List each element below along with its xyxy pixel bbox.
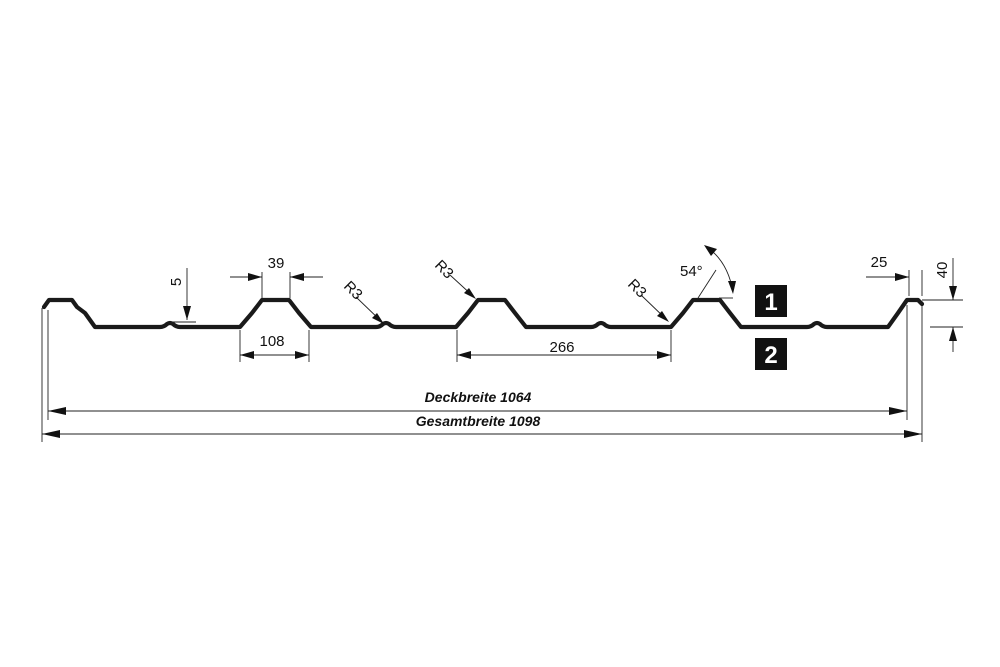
dim-cover-width: Deckbreite 1064 (47, 305, 908, 420)
dim-rib-top: 39 (230, 255, 323, 298)
total-width-label: Gesamtbreite 1098 (416, 413, 541, 429)
radius-2-label: R3 (431, 257, 457, 283)
dim-rib-base: 108 (239, 330, 310, 362)
side-badge-bottom-label: 2 (764, 342, 777, 369)
height-label: 40 (934, 262, 951, 279)
cover-width-label: Deckbreite 1064 (425, 389, 532, 405)
dim-height: 40 (922, 258, 963, 352)
side-badge-top: 1 (755, 285, 787, 317)
side-badge-bottom: 2 (755, 338, 787, 370)
radius-1-label: R3 (340, 278, 366, 304)
stiffener-depth-label: 5 (168, 278, 185, 286)
sheet-profile (41, 297, 925, 330)
dim-pitch: 266 (456, 330, 672, 362)
rib-top-width-label: 39 (268, 255, 285, 272)
angle-label: 54° (680, 263, 703, 280)
radius-3-label: R3 (624, 276, 650, 302)
overlap-label: 25 (871, 254, 888, 271)
side-badge-top-label: 1 (764, 289, 777, 316)
dim-overlap: 25 (866, 254, 923, 296)
dim-angle: 54° (680, 245, 736, 299)
dim-total-width: Gesamtbreite 1098 (41, 306, 923, 442)
dim-stiffener: 5 (168, 268, 196, 323)
dim-radius-1: R3 (340, 278, 384, 324)
dim-radius-2: R3 (431, 257, 476, 299)
rib-base-width-label: 108 (259, 333, 284, 350)
pitch-label: 266 (549, 339, 574, 356)
profile-line (41, 297, 925, 330)
dim-radius-3: R3 (624, 276, 669, 322)
